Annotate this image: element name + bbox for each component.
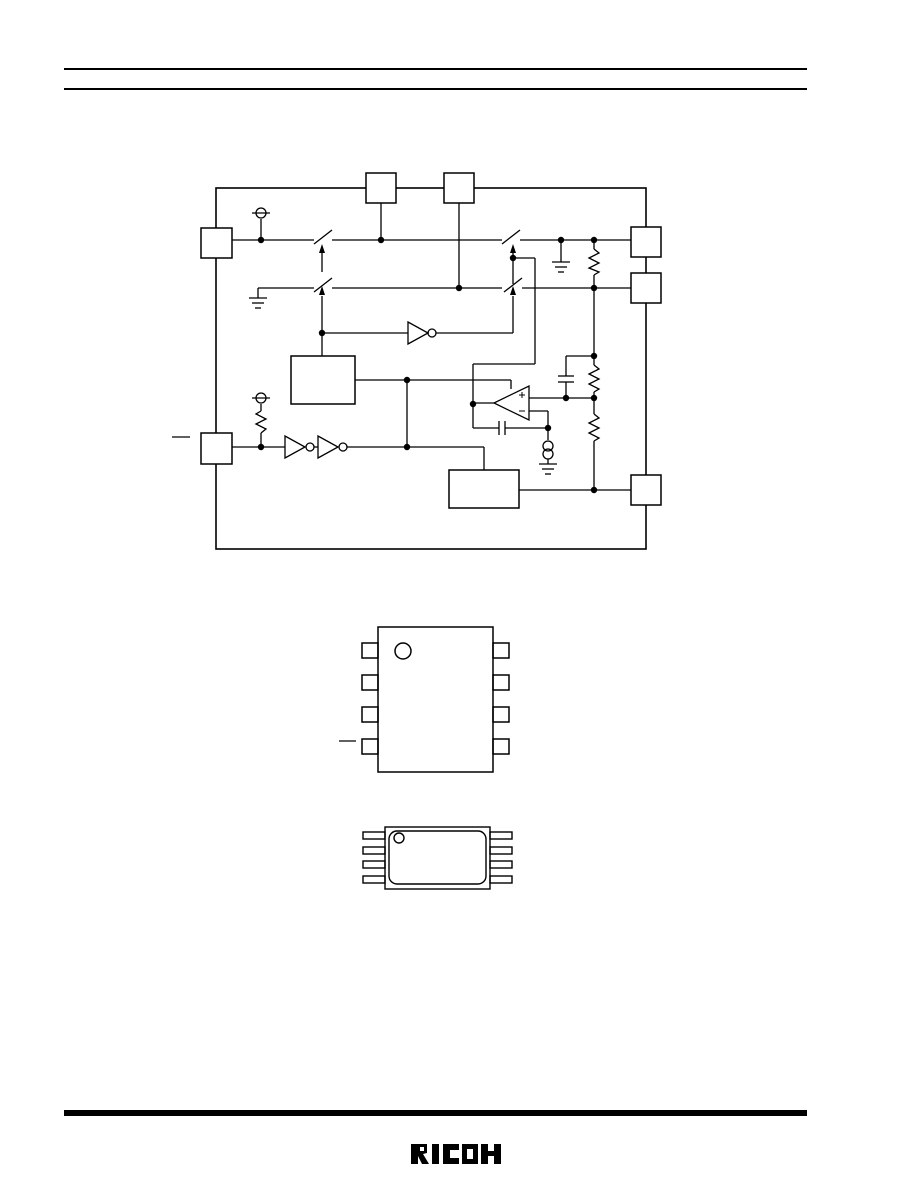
tssop8-pin	[362, 846, 386, 855]
ricoh-logo	[0, 1140, 913, 1173]
pin-box-left-upper	[200, 227, 233, 259]
tssop8-pin	[362, 831, 386, 840]
resistor-icon	[587, 248, 601, 276]
header-rule-top	[64, 68, 807, 70]
resistor-icon	[254, 410, 268, 434]
tssop8-pin	[489, 875, 513, 884]
dip8-pin	[492, 706, 510, 723]
tssop8-pin	[362, 860, 386, 869]
junction-dots	[257, 236, 598, 494]
p-channel-switch-icon	[501, 229, 521, 253]
dip8-pin	[492, 738, 510, 755]
dip8-body	[377, 626, 494, 773]
dip8-pin	[361, 642, 379, 659]
tssop8-pin	[489, 831, 513, 840]
pin-box-right-1	[630, 226, 662, 258]
pin-box-top-left	[365, 172, 397, 204]
package-tssop8	[362, 826, 513, 890]
lower-block	[448, 469, 520, 509]
ground-icon	[249, 288, 267, 309]
tssop8-body	[384, 826, 491, 890]
tssop8-pin	[489, 846, 513, 855]
current-source-icon	[542, 440, 554, 460]
pin1-marker-icon	[393, 832, 405, 844]
resistor-icon	[587, 413, 601, 442]
ricoh-logo-icon	[410, 1144, 501, 1164]
tssop8-pin	[362, 875, 386, 884]
op-amp-icon	[492, 384, 530, 422]
dip8-pin	[361, 706, 379, 723]
capacitor-icon	[498, 421, 506, 435]
package-dip8	[339, 626, 510, 773]
inverter-icon	[284, 434, 315, 460]
control-block	[290, 355, 356, 405]
n-channel-switch-icon	[503, 277, 523, 295]
pin-box-left-lower	[200, 432, 233, 465]
pin-box-top-right	[443, 172, 475, 204]
chip-outline	[215, 187, 647, 550]
dip8-pin	[492, 642, 510, 659]
p-channel-switch-icon	[313, 229, 333, 272]
footer-rule	[64, 1110, 807, 1116]
dip8-pin	[361, 738, 379, 755]
capacitor-icon	[558, 375, 574, 383]
n-channel-switch-icon	[313, 277, 333, 333]
header-rule-bottom	[64, 88, 807, 90]
tssop8-pin	[489, 860, 513, 869]
dip8-pin	[492, 674, 510, 691]
ground-icon	[552, 261, 570, 273]
block-diagram	[172, 172, 662, 550]
resistor-icon	[587, 364, 601, 393]
ground-icon	[539, 463, 557, 475]
pin1-marker-icon	[394, 642, 412, 660]
tssop8-inner	[388, 830, 487, 885]
inverter-icon	[407, 320, 437, 346]
pin-box-right-2	[630, 272, 662, 304]
inverter-icon	[317, 434, 348, 460]
pin-box-right-3	[630, 474, 662, 506]
dip8-pin	[361, 674, 379, 691]
